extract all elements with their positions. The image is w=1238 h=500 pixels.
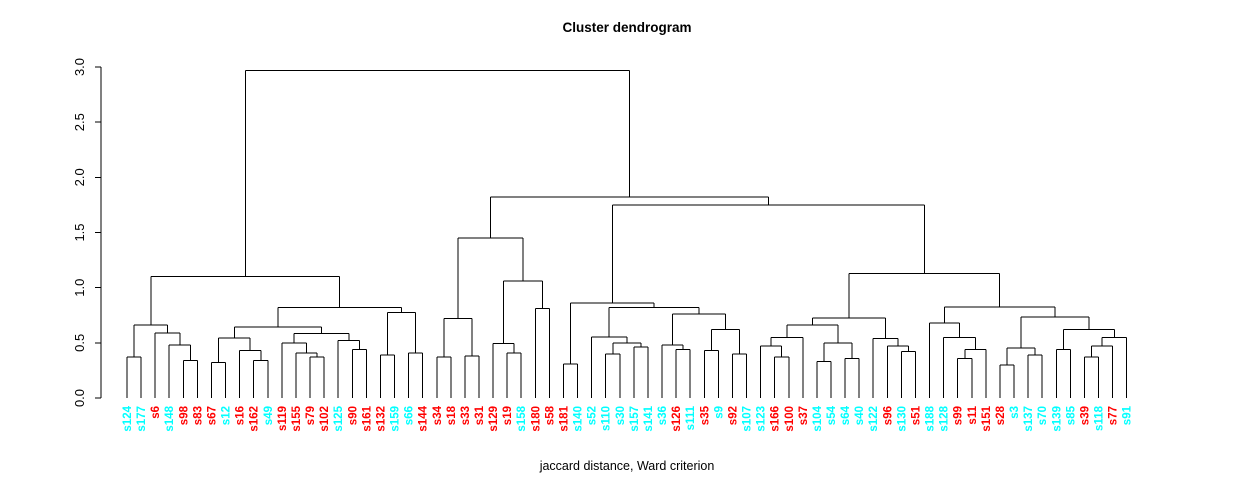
leaf-label: s16	[235, 406, 247, 425]
leaf-label: s18	[446, 405, 458, 425]
leaf-label: s79	[305, 406, 317, 425]
leaf-label: s151	[981, 405, 993, 431]
leaf-label: s119	[277, 406, 289, 431]
leaf-label: s130	[896, 406, 908, 432]
leaf-label: s70	[1037, 406, 1049, 425]
leaf-label: s19	[502, 406, 514, 425]
y-tick-label: 1.0	[72, 279, 87, 297]
leaf-label: s102	[319, 406, 331, 432]
leaf-label: s51	[910, 405, 922, 425]
leaf-label: s188	[925, 405, 937, 431]
leaf-label: s140	[573, 406, 585, 432]
leaf-label: s54	[826, 405, 838, 425]
leaf-label: s111	[685, 405, 697, 430]
leaf-label: s100	[784, 406, 796, 432]
chart-xlabel: jaccard distance, Ward criterion	[539, 459, 715, 473]
leaf-label: s110	[601, 406, 613, 431]
leaf-label: s129	[488, 406, 500, 432]
leaf-label: s92	[727, 406, 739, 425]
chart-title: Cluster dendrogram	[562, 20, 691, 35]
leaf-label: s52	[587, 406, 599, 425]
leaf-label: s161	[361, 405, 373, 431]
leaf-label: s35	[699, 405, 711, 425]
y-tick-label: 2.5	[72, 113, 87, 131]
leaf-label: s3	[1009, 406, 1021, 419]
y-tick-label: 3.0	[72, 58, 87, 76]
leaf-label: s144	[418, 405, 430, 431]
y-tick-label: 0.0	[72, 389, 87, 407]
leaf-label: s37	[798, 406, 810, 425]
leaf-label: s141	[643, 405, 655, 431]
leaf-label: s166	[770, 406, 782, 432]
leaf-label: s155	[291, 405, 303, 431]
leaf-label: s12	[221, 406, 233, 425]
leaf-label: s67	[206, 406, 218, 425]
leaf-label: s180	[530, 406, 542, 432]
leaf-label: s31	[474, 405, 486, 425]
leaf-label: s30	[615, 406, 627, 425]
leaf-label: s137	[1023, 406, 1035, 432]
y-tick-label: 2.0	[72, 168, 87, 186]
leaf-label: s104	[812, 405, 824, 431]
leaf-label: s11	[967, 405, 979, 424]
y-axis: 0.0 0.5 1.0 1.5 2.0 2.5 3.0	[72, 58, 102, 407]
leaf-label: s39	[1079, 406, 1091, 425]
leaf-label: s125	[333, 405, 345, 431]
leaf-label: s181	[558, 405, 570, 431]
y-tick-label: 0.5	[72, 334, 87, 352]
leaf-label: s98	[178, 405, 190, 425]
leaf-label: s28	[995, 405, 1007, 425]
leaf-label: s58	[544, 405, 556, 425]
leaf-label: s139	[1051, 406, 1063, 432]
leaf-label: s126	[671, 406, 683, 432]
leaf-label: s132	[375, 406, 387, 432]
leaf-label: s159	[390, 406, 402, 432]
leaf-label: s148	[164, 405, 176, 431]
leaf-label: s34	[432, 405, 444, 425]
dendrogram-links	[126, 69, 1128, 398]
leaf-label: s107	[742, 406, 754, 432]
y-tick-label: 1.5	[72, 223, 87, 241]
leaf-label: s118	[1094, 405, 1106, 431]
leaf-label: s36	[657, 406, 669, 425]
leaf-label: s33	[460, 406, 472, 425]
leaf-label: s9	[713, 406, 725, 419]
leaf-label: s128	[939, 405, 951, 431]
leaf-label: s162	[249, 406, 261, 432]
leaf-label: s90	[347, 406, 359, 425]
leaf-label: s66	[404, 406, 416, 425]
leaf-label: s6	[150, 406, 162, 419]
leaf-label: s40	[854, 406, 866, 425]
leaf-label: s91	[1122, 405, 1134, 425]
leaf-label: s158	[516, 405, 528, 431]
leaf-label: s122	[868, 406, 880, 432]
leaf-label: s85	[1065, 405, 1077, 425]
leaf-label: s123	[756, 406, 768, 432]
leaf-label: s64	[840, 405, 852, 425]
leaf-label: s177	[136, 406, 148, 432]
leaf-label: s157	[629, 406, 641, 432]
leaf-label: s99	[953, 406, 965, 425]
leaf-label: s124	[122, 405, 134, 431]
leaf-label: s49	[263, 406, 275, 425]
leaf-label: s77	[1108, 406, 1120, 425]
leaf-label: s83	[192, 406, 204, 425]
leaf-label: s96	[882, 406, 894, 425]
